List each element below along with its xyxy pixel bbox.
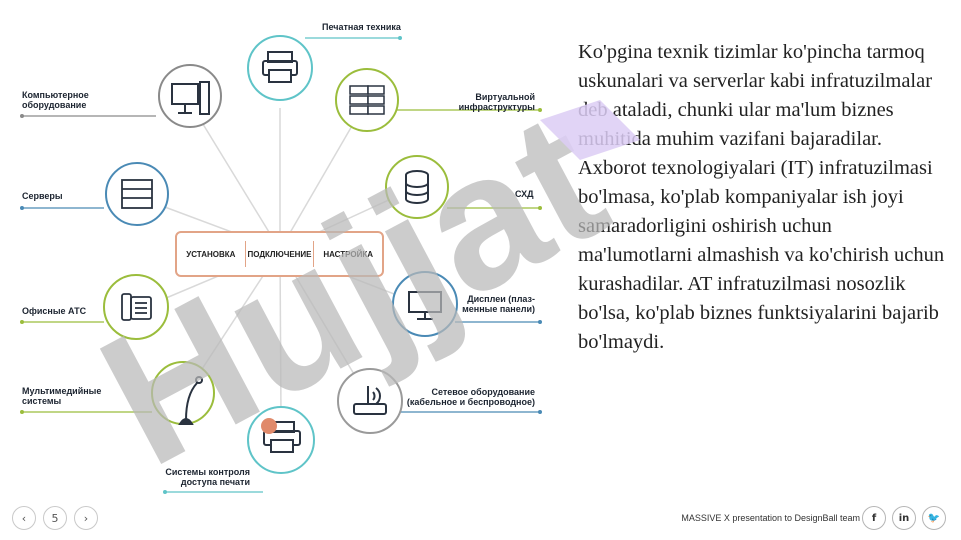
computer-icon [171, 81, 210, 115]
label-printer: Печатная техника [322, 22, 401, 32]
label-print-access: Системы контроля доступа печати [165, 467, 250, 487]
label-display: Дисплеи (плаз- менные панели) [462, 294, 535, 314]
center-item-configure: НАСТРОЙКА [323, 249, 374, 259]
router-icon [353, 386, 387, 415]
label-network: Сетевое оборудование (кабельное и беспро… [406, 387, 535, 407]
body-paragraph: Ko'pgina texnik tizimlar ko'pincha tarmo… [578, 41, 945, 353]
chevron-left-icon: ‹ [21, 511, 27, 525]
server-icon [121, 179, 153, 209]
linkedin-button[interactable]: in [892, 506, 916, 530]
monitor-icon [408, 291, 442, 320]
label-virtual-infra: Виртуальной инфраструктуры [458, 92, 535, 112]
server-rack-icon [349, 85, 385, 115]
center-item-connect: ПОДКЛЮЧЕНИЕ [247, 249, 312, 259]
microphone-icon [178, 376, 203, 425]
label-storage: СХД [515, 189, 534, 199]
node-multimedia [151, 361, 215, 425]
center-separator [313, 241, 315, 267]
node-network [337, 368, 403, 434]
center-item-install: УСТАНОВКА [186, 249, 236, 259]
phone-icon [121, 293, 152, 321]
chevron-right-icon: › [83, 511, 89, 525]
twitter-icon: 🐦 [927, 512, 941, 524]
infrastructure-diagram [20, 35, 542, 494]
lock-badge-icon [261, 418, 277, 434]
facebook-icon: f [871, 512, 877, 524]
printer-icon [262, 51, 298, 83]
linkedin-icon: in [898, 512, 910, 524]
page-number-text: 5 [51, 511, 59, 525]
node-display [392, 271, 458, 337]
label-servers: Серверы [22, 191, 63, 201]
database-icon [405, 170, 429, 204]
center-separator [244, 241, 246, 267]
twitter-button[interactable]: 🐦 [922, 506, 946, 530]
node-printer [247, 35, 313, 101]
next-slide-button[interactable]: › [74, 506, 98, 530]
label-multimedia: Мультимедийные системы [22, 386, 102, 406]
diagram-leaders [22, 37, 540, 493]
node-office-pbx [103, 274, 169, 340]
diagram-center-box: УСТАНОВКА ПОДКЛЮЧЕНИЕ НАСТРОЙКА [175, 231, 384, 277]
node-computers [158, 64, 222, 128]
label-computers: Компьютерное оборудование [22, 90, 89, 110]
label-office-pbx: Офисные АТС [22, 306, 87, 316]
page-number: 5 [43, 506, 67, 530]
prev-slide-button[interactable]: ‹ [12, 506, 36, 530]
footer-credit: MASSIVE X presentation to DesignBall tea… [681, 513, 860, 523]
facebook-button[interactable]: f [862, 506, 886, 530]
